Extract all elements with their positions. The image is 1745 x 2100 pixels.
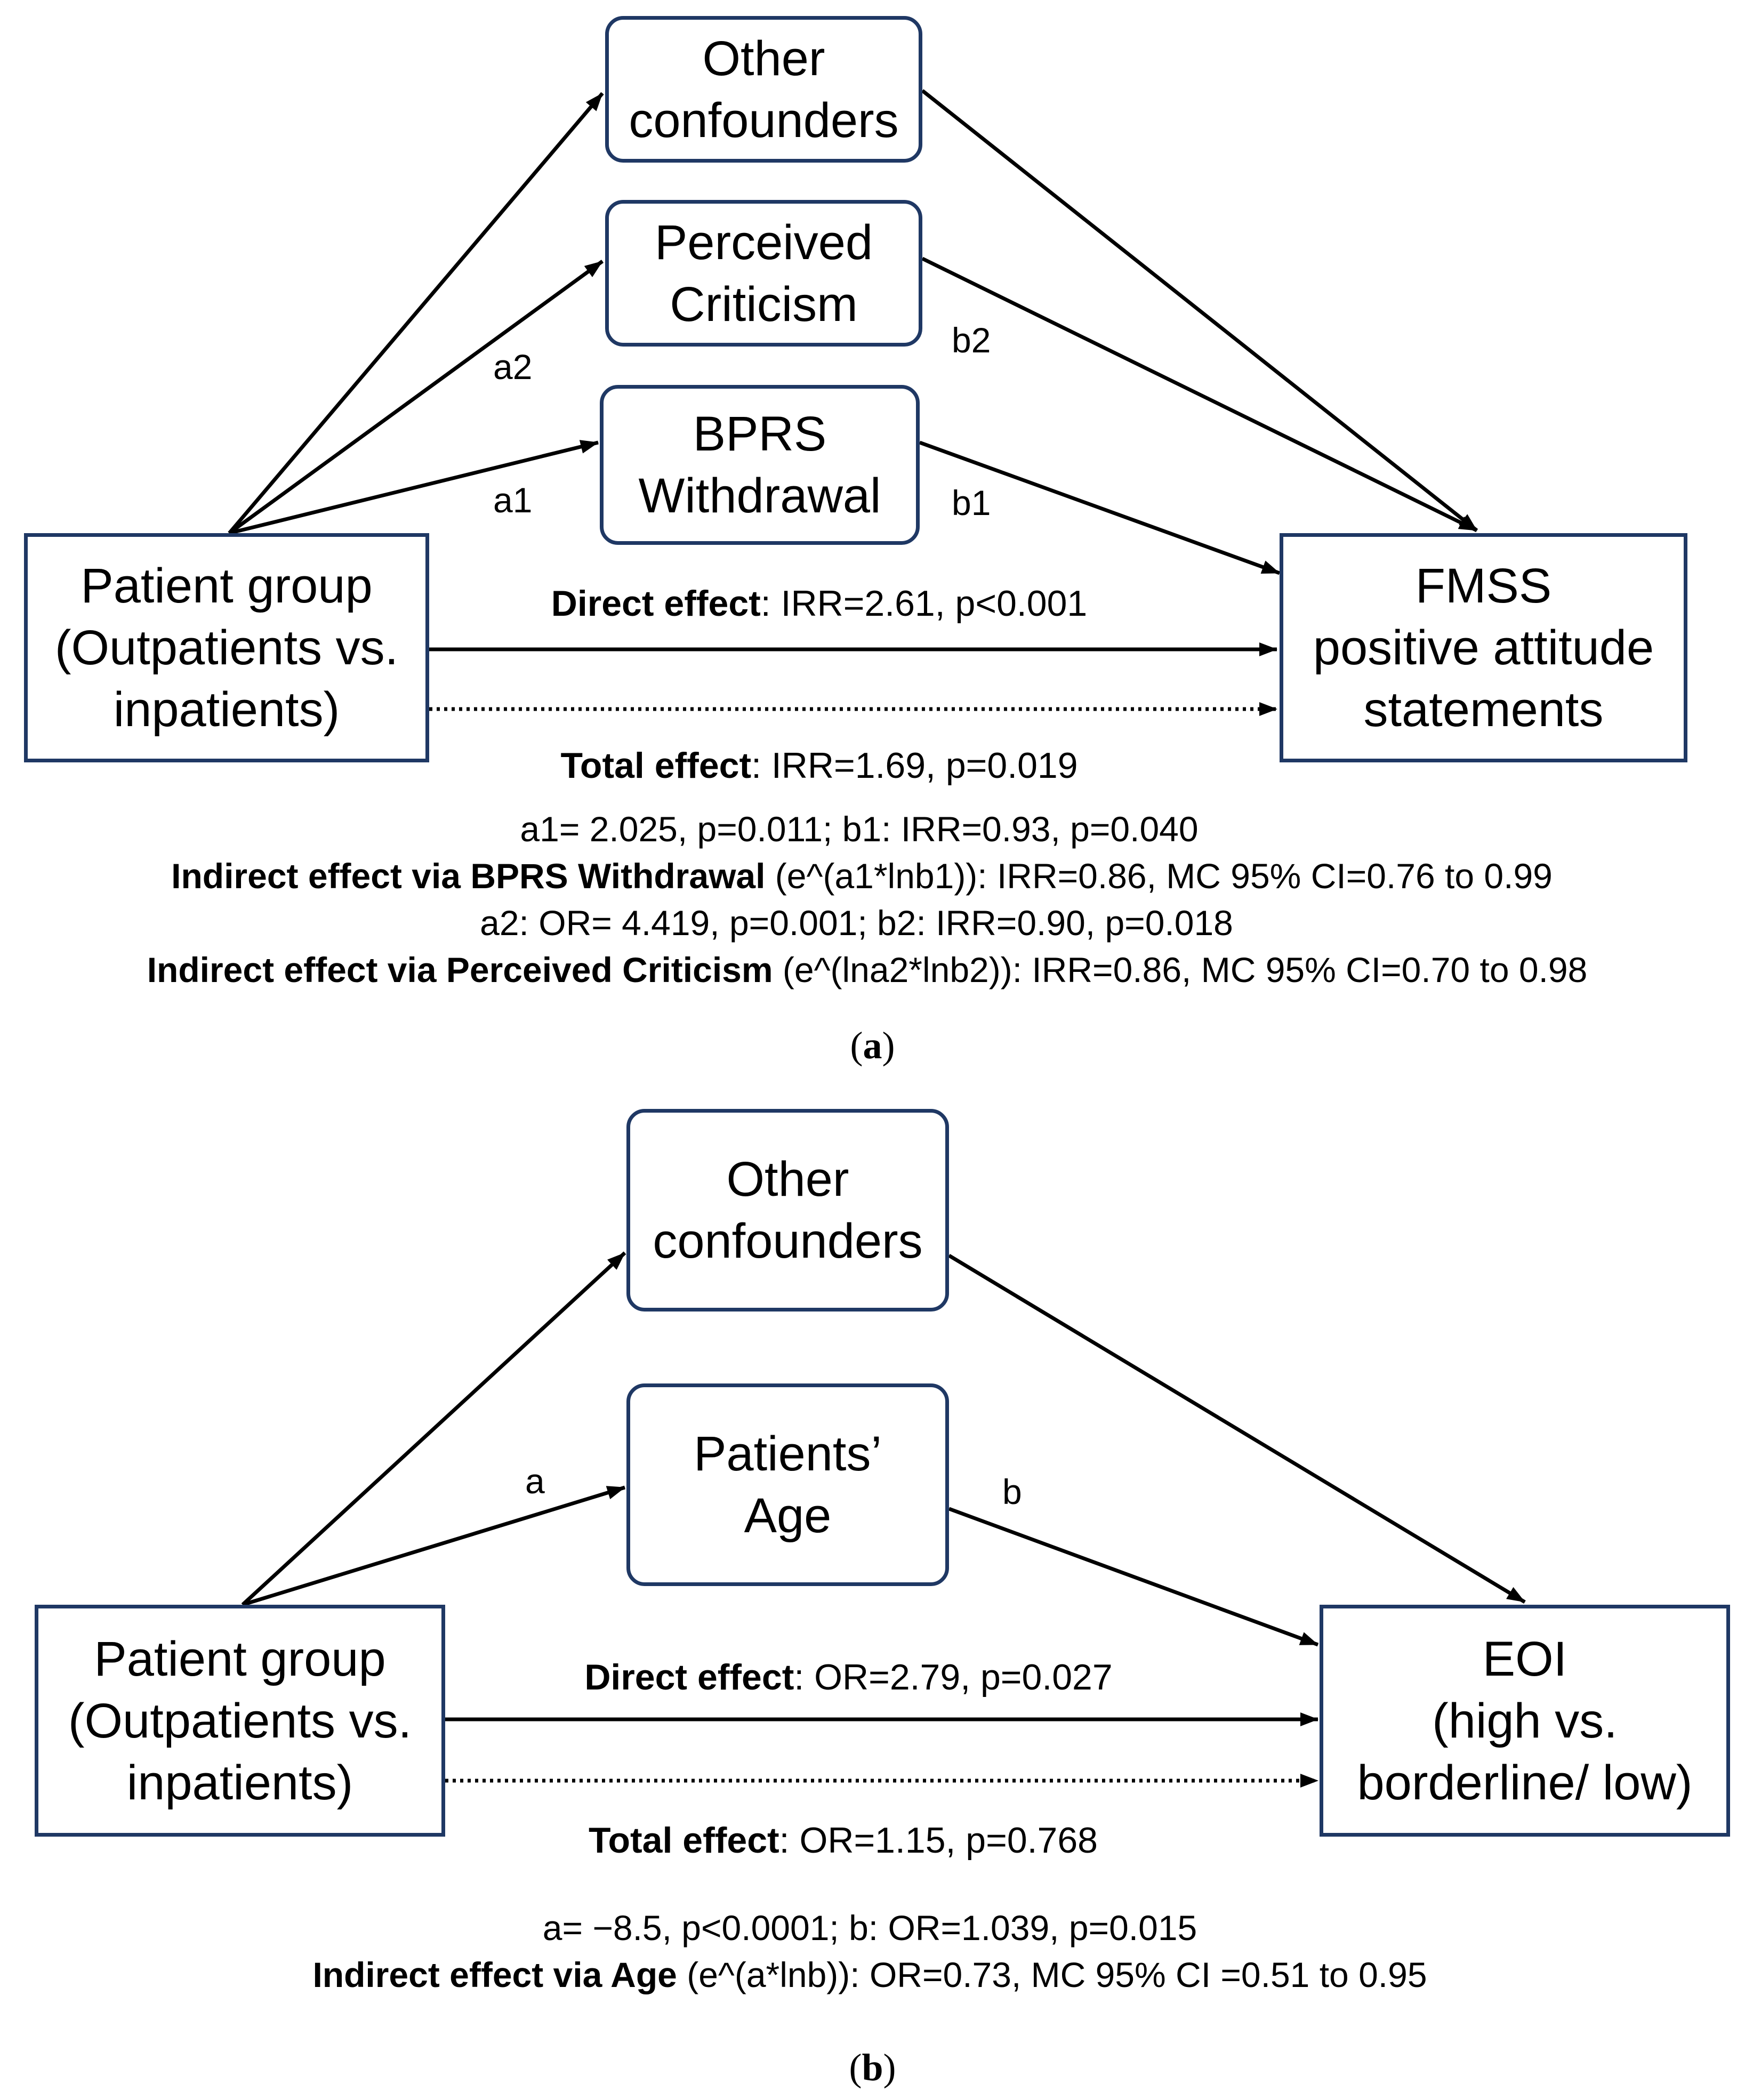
caption-a: (a) <box>850 1024 895 1067</box>
stats-line-4: Indirect effect via Perceived Criticism … <box>147 950 1588 989</box>
node-patient-group: Patient group (Outpatients vs. inpatient… <box>24 533 429 762</box>
edge-group-to-bprs <box>229 440 599 535</box>
path-label-b: b <box>1002 1472 1022 1511</box>
panel-b-edges <box>241 1251 1526 1788</box>
direct-effect-label-b: Direct effect: OR=2.79, p=0.027 <box>584 1657 1113 1697</box>
edge-bprs-to-outcome <box>919 440 1281 575</box>
node-other-confounders-b: Other confounders <box>626 1109 949 1312</box>
node-patient-group-b: Patient group (Outpatients vs. inpatient… <box>35 1605 445 1837</box>
edge-group-to-other-b <box>241 1251 626 1606</box>
node-perceived-criticism: Perceived Criticism <box>605 200 922 347</box>
panel-b-diagram: Other confounders Patients’ Age Patient … <box>0 1093 1745 2100</box>
edge-other-to-outcome-b <box>948 1254 1526 1604</box>
edge-age-to-outcome <box>948 1507 1319 1647</box>
path-label-a2: a2 <box>493 347 533 387</box>
path-label-b2: b2 <box>952 320 991 360</box>
node-eoi-outcome: EOI (high vs. borderline/ low) <box>1320 1605 1730 1837</box>
node-bprs-withdrawal: BPRS Withdrawal <box>600 385 920 545</box>
node-fmss-outcome: FMSS positive attitude statements <box>1280 533 1687 762</box>
panel-a-diagram: Other confounders Perceived Criticism BP… <box>24 16 1687 1067</box>
stats-line-2: Indirect effect via BPRS Withdrawal (e^(… <box>171 856 1553 896</box>
caption-b: (b) <box>849 2046 896 2089</box>
edge-group-to-age <box>242 1485 626 1607</box>
path-label-b1: b1 <box>952 483 991 522</box>
edge-criticism-to-outcome <box>921 256 1478 533</box>
edge-other-to-outcome <box>921 89 1478 532</box>
path-label-a1: a1 <box>493 480 533 520</box>
stats-line-2-b: Indirect effect via Age (e^(a*lnb)): OR=… <box>312 1955 1427 1994</box>
stats-line-1: a1= 2.025, p=0.011; b1: IRR=0.93, p=0.04… <box>520 809 1199 849</box>
panel-a-edges <box>228 89 1478 716</box>
stats-line-1-b: a= −8.5, p<0.0001; b: OR=1.039, p=0.015 <box>542 1908 1197 1948</box>
path-label-a: a <box>525 1461 545 1501</box>
direct-effect-label: Direct effect: IRR=2.61, p<0.001 <box>551 583 1088 624</box>
total-effect-label: Total effect: IRR=1.69, p=0.019 <box>560 745 1078 786</box>
node-patients-age: Patients’ Age <box>626 1383 949 1586</box>
total-effect-label-b: Total effect: OR=1.15, p=0.768 <box>589 1820 1098 1861</box>
stats-line-3: a2: OR= 4.419, p=0.001; b2: IRR=0.90, p=… <box>480 903 1233 943</box>
node-other-confounders: Other confounders <box>605 16 922 163</box>
edge-group-to-criticism <box>228 260 604 535</box>
edge-group-to-other <box>228 92 604 535</box>
